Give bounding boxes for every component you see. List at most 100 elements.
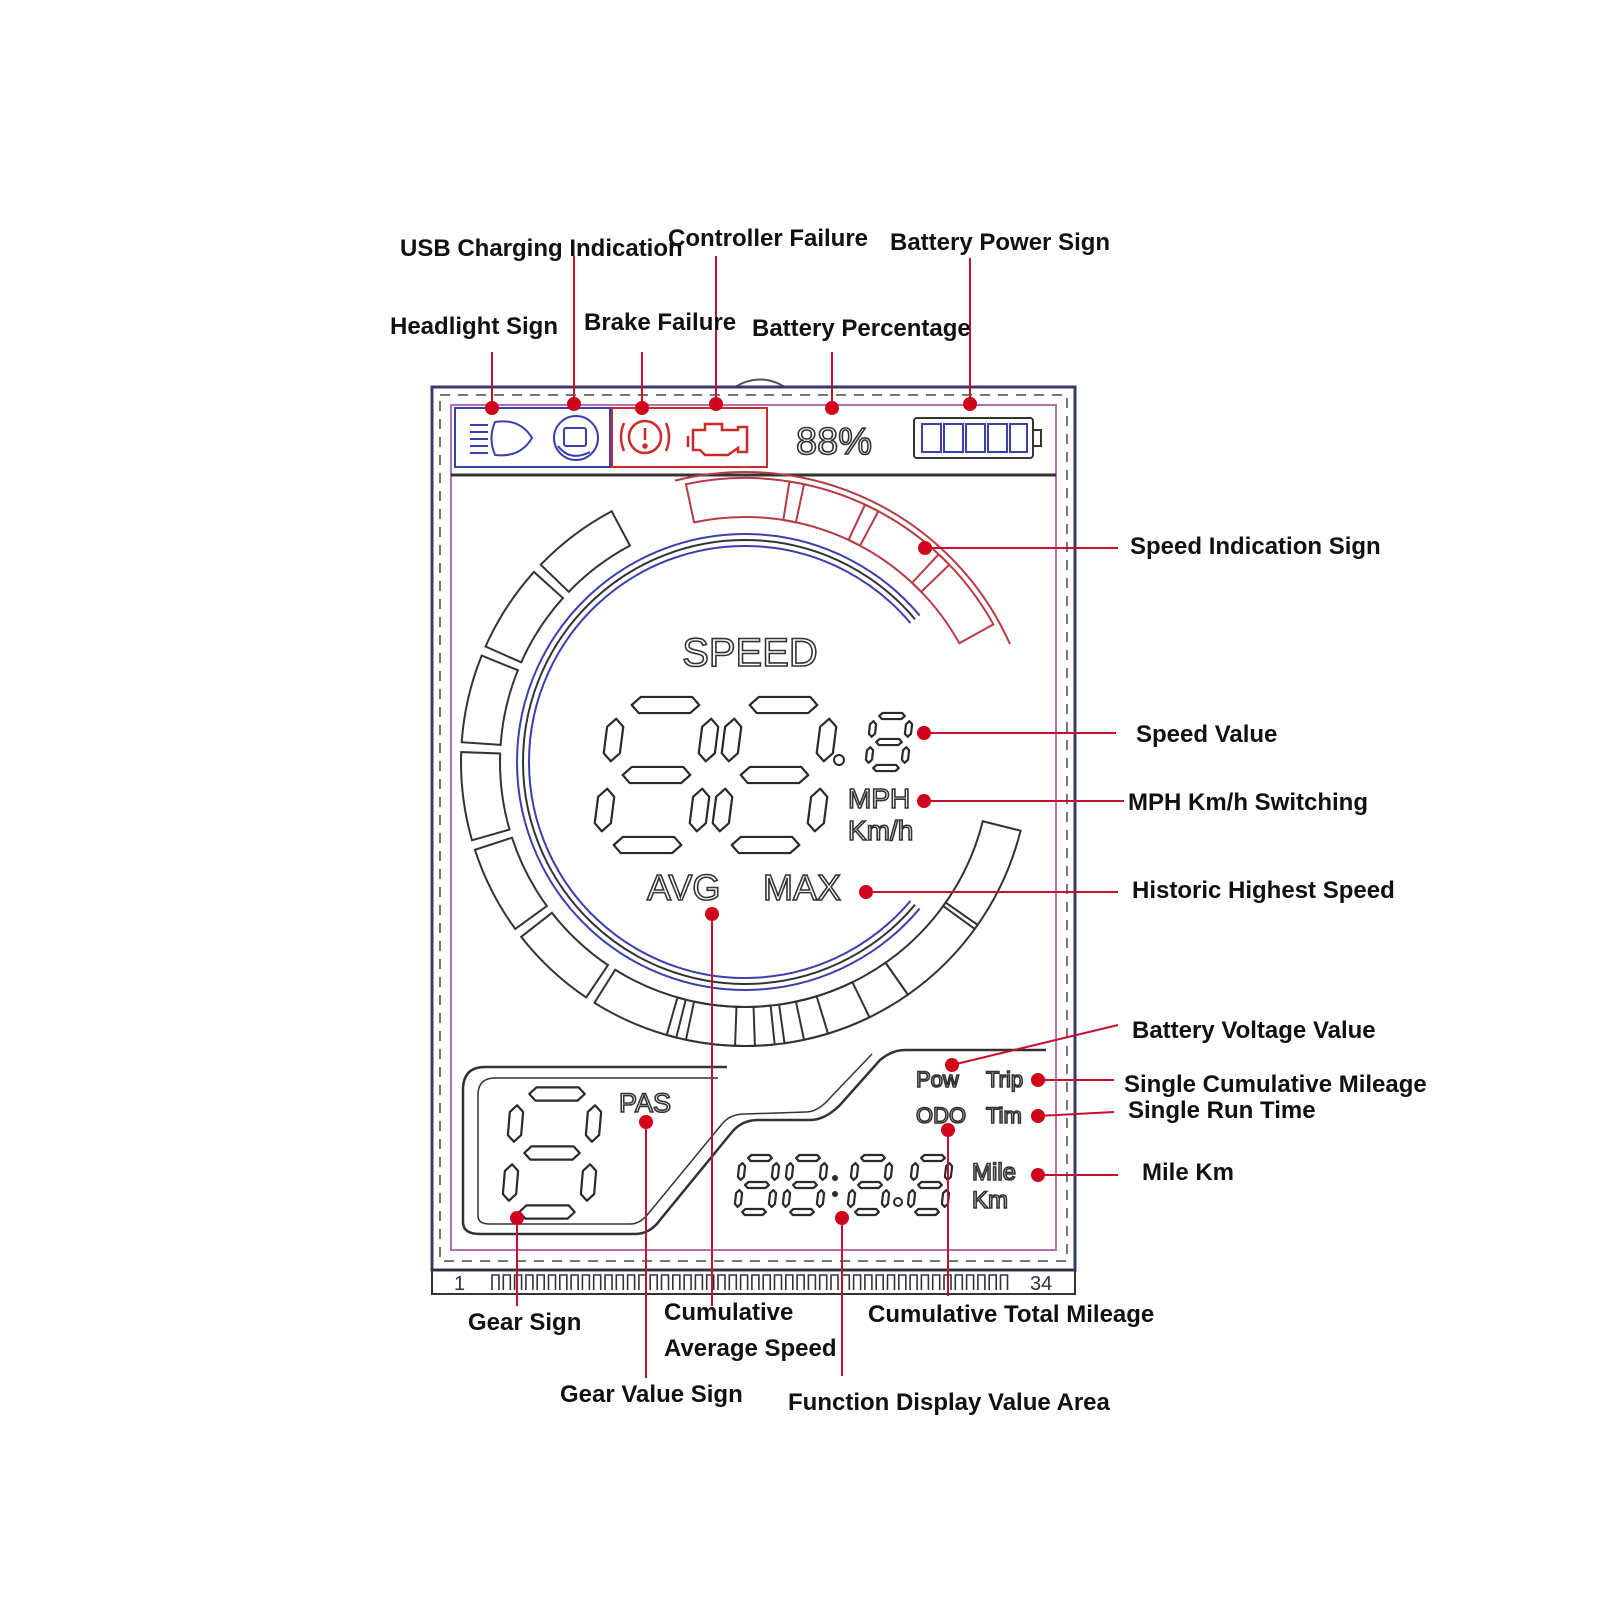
speed-digit-1-segment	[593, 787, 616, 833]
function-digit-3-segment	[880, 1188, 891, 1209]
callout-leaders	[485, 256, 1124, 1378]
function-digit-3-segment	[859, 1153, 887, 1163]
connector-pin	[604, 1274, 613, 1290]
speed-segment	[665, 996, 756, 1047]
speed-segment	[539, 509, 632, 594]
speed-segments	[460, 471, 1022, 1047]
connector-pin	[875, 1274, 884, 1290]
connector-pin	[807, 1274, 817, 1290]
connector-pin	[999, 1274, 1009, 1290]
speed-segment	[460, 654, 520, 746]
speed-digit-2-segment	[806, 787, 829, 833]
connector-pin	[547, 1274, 557, 1290]
speed-digit-1-segment	[612, 835, 683, 855]
function-digit-4-segment	[916, 1180, 944, 1190]
function-digit-1-segment	[770, 1161, 781, 1182]
function-digit-2-segment	[788, 1207, 816, 1217]
speed-heading: SPEED	[682, 631, 818, 675]
connector-pin	[525, 1274, 534, 1290]
connector-pin	[954, 1274, 964, 1290]
gear-digit	[501, 1086, 603, 1220]
connector-pin	[830, 1274, 839, 1290]
speed-digit-2-segment	[730, 835, 801, 855]
connector-pin	[762, 1274, 771, 1290]
function-digit-2-segment	[781, 1188, 792, 1209]
function-digit-2-segment	[818, 1161, 829, 1182]
speed-segment	[593, 968, 687, 1039]
function-digit-1-segment	[743, 1180, 771, 1190]
speed-digit-3-segment	[900, 746, 911, 764]
speed-digit-2-segment	[739, 765, 810, 785]
function-digit-1-segment	[746, 1153, 774, 1163]
connector-pin	[965, 1274, 975, 1290]
status-bar: 88%	[454, 407, 1042, 468]
battery-icon	[913, 417, 1042, 459]
callout-gear-sign: Gear Sign	[468, 1309, 581, 1336]
speed-digit-3-segment	[864, 746, 875, 764]
callout-historic-highest: Historic Highest Speed	[1132, 877, 1395, 904]
unit-kmh: Km/h	[848, 815, 913, 846]
connector-pin	[796, 1274, 805, 1290]
inner-ring	[528, 545, 912, 979]
connector-pin	[502, 1274, 512, 1290]
connector-pin	[977, 1274, 986, 1290]
function-decimal-point	[893, 1197, 903, 1207]
function-digit-4-segment	[906, 1188, 917, 1209]
speed-segment	[460, 751, 511, 842]
connector-pin	[898, 1274, 907, 1290]
function-digit-4-segment	[913, 1207, 941, 1217]
connector-pin	[672, 1274, 681, 1290]
connector-pin	[649, 1274, 658, 1290]
callout-battery-voltage: Battery Voltage Value	[1132, 1017, 1376, 1044]
mile-label: Mile	[972, 1159, 1016, 1186]
callout-headlight-sign: Headlight Sign	[390, 313, 558, 340]
pin-first-label: 1	[454, 1273, 465, 1295]
callout-brake-failure: Brake Failure	[584, 309, 736, 336]
function-digit-2-segment	[784, 1161, 795, 1182]
speed-digit-1-segment	[697, 717, 720, 763]
callout-gear-value-sign: Gear Value Sign	[560, 1381, 743, 1408]
speed-digit-3-segment	[872, 763, 900, 773]
connector-pin	[920, 1274, 930, 1290]
speed-digit-1-segment	[602, 717, 625, 763]
callout-cumulative-line2: Average Speed	[664, 1335, 837, 1362]
max-label: MAX	[763, 867, 841, 908]
connector-pin	[626, 1274, 636, 1290]
gear-digit-segment	[506, 1104, 525, 1143]
bottom-panel: PAS Pow Trip ODO Tim Mile Km	[461, 1048, 1046, 1236]
gear-digit-segment	[528, 1086, 586, 1102]
speed-digit-3-segment	[875, 737, 903, 747]
function-digit-3-segment	[853, 1207, 881, 1217]
connector-pin	[683, 1274, 692, 1290]
speed-segment	[519, 911, 610, 999]
usb-charging-icon	[553, 415, 599, 461]
function-digit-3-segment	[846, 1188, 857, 1209]
speed-digit-3-segment	[867, 720, 878, 738]
unit-mph: MPH	[848, 783, 910, 814]
callout-mph-kmh: MPH Km/h Switching	[1128, 789, 1368, 816]
gear-digit-segment	[501, 1163, 520, 1202]
avg-label: AVG	[647, 867, 720, 908]
function-digit-4-segment	[909, 1161, 920, 1182]
function-digit-1-segment	[736, 1161, 747, 1182]
gear-digit-segment	[584, 1104, 603, 1143]
speed-digit-2-segment	[720, 717, 743, 763]
inner-ring	[516, 533, 921, 991]
speed-segment	[684, 1000, 776, 1047]
callout-cumulative-line1: Cumulative	[664, 1299, 793, 1326]
function-digit-4-segment	[919, 1153, 947, 1163]
connector-pin	[570, 1274, 579, 1290]
connector-pin	[931, 1274, 941, 1290]
connector-pin	[852, 1274, 862, 1290]
function-digit-2-segment	[791, 1180, 819, 1190]
km-label: Km	[972, 1187, 1008, 1214]
connector-pin	[581, 1274, 591, 1290]
connector-pin	[513, 1274, 523, 1290]
connector-pin	[536, 1274, 545, 1290]
connector-pin	[886, 1274, 896, 1290]
callout-mile-km: Mile Km	[1142, 1159, 1234, 1186]
battery-percent-text: 88%	[796, 421, 872, 463]
speed-digits	[593, 695, 914, 855]
connector-pin	[717, 1274, 726, 1290]
speed-digit-2-segment	[711, 787, 734, 833]
